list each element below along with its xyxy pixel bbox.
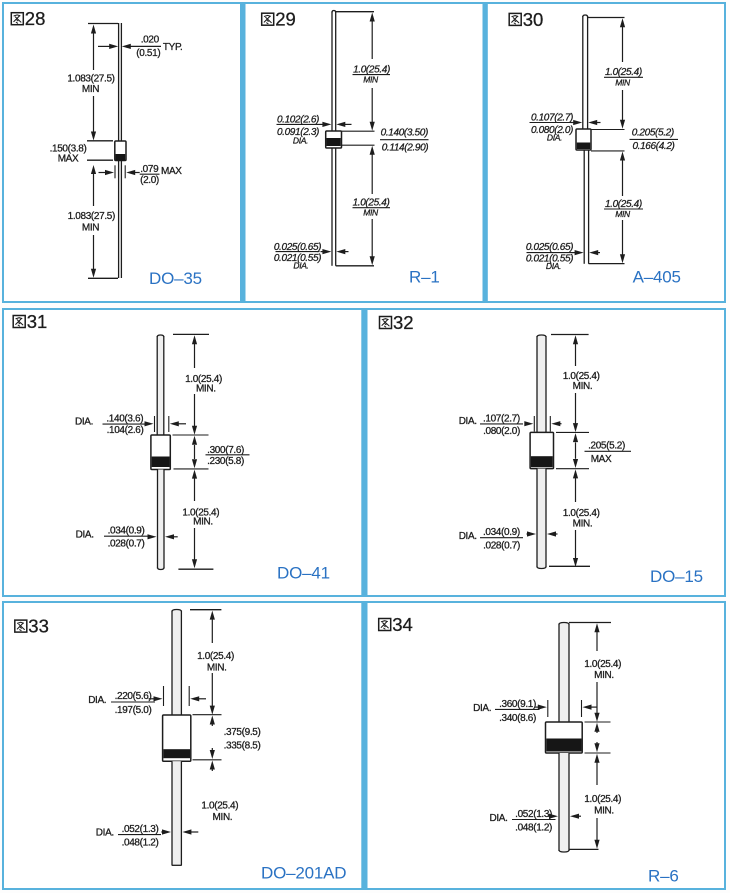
svg-text:MIN.: MIN.	[594, 670, 614, 681]
svg-text:DIA.: DIA.	[293, 260, 308, 270]
svg-text:DIA.: DIA.	[88, 695, 106, 706]
svg-text:MAX: MAX	[58, 153, 79, 164]
svg-text:MIN.: MIN.	[207, 663, 227, 674]
svg-text:33: 33	[28, 616, 49, 637]
svg-text:A–405: A–405	[633, 268, 681, 287]
svg-text:DIA.: DIA.	[459, 416, 477, 427]
svg-text:1.0(25.4): 1.0(25.4)	[353, 65, 390, 76]
svg-text:.048(1.2): .048(1.2)	[515, 823, 552, 834]
svg-text:MIN: MIN	[82, 222, 99, 233]
svg-text:.028(0.7): .028(0.7)	[483, 541, 520, 552]
svg-text:0.091(2.3): 0.091(2.3)	[277, 127, 319, 138]
svg-text:DIA.: DIA.	[547, 133, 562, 143]
svg-text:.020: .020	[141, 34, 160, 45]
svg-text:.340(8.6): .340(8.6)	[499, 713, 536, 724]
svg-text:MIN.: MIN.	[573, 519, 593, 530]
svg-text:DO–35: DO–35	[149, 269, 202, 288]
svg-text:DIA.: DIA.	[459, 531, 477, 542]
svg-text:(0.51): (0.51)	[136, 48, 160, 59]
svg-text:DIA.: DIA.	[75, 417, 93, 428]
svg-text:R–6: R–6	[648, 866, 679, 885]
svg-text:.220(5.6): .220(5.6)	[115, 691, 152, 702]
svg-text:1.0(25.4): 1.0(25.4)	[353, 197, 390, 208]
svg-text:0.205(5.2): 0.205(5.2)	[632, 128, 674, 139]
svg-text:.079: .079	[140, 164, 159, 175]
svg-text:34: 34	[392, 614, 413, 635]
svg-text:0.114(2.90): 0.114(2.90)	[382, 142, 429, 153]
svg-text:.080(2.0): .080(2.0)	[483, 426, 520, 437]
svg-text:DIA.: DIA.	[293, 136, 308, 146]
svg-text:MIN: MIN	[82, 84, 99, 95]
svg-text:.104(2.6): .104(2.6)	[107, 425, 144, 436]
svg-text:MIN.: MIN.	[213, 812, 233, 823]
svg-text:0.025(0.65): 0.025(0.65)	[526, 242, 573, 253]
svg-text:DIA.: DIA.	[546, 261, 561, 271]
svg-text:0.021(0.55): 0.021(0.55)	[274, 253, 321, 264]
svg-text:DIA.: DIA.	[96, 828, 114, 839]
svg-text:29: 29	[275, 9, 296, 30]
svg-text:1.083(27.5): 1.083(27.5)	[68, 211, 115, 222]
svg-text:MIN.: MIN.	[193, 517, 213, 528]
svg-text:1.083(27.5): 1.083(27.5)	[67, 74, 114, 85]
svg-text:.375(9.5): .375(9.5)	[224, 727, 261, 738]
svg-text:(2.0): (2.0)	[140, 175, 159, 186]
svg-text:0.166(4.2): 0.166(4.2)	[632, 141, 674, 152]
svg-text:MIN: MIN	[363, 208, 379, 218]
svg-text:1.0(25.4): 1.0(25.4)	[605, 199, 642, 210]
svg-text:.052(1.3): .052(1.3)	[122, 824, 159, 835]
svg-text:.028(0.7): .028(0.7)	[108, 539, 145, 550]
svg-text:.360(9.1): .360(9.1)	[499, 699, 536, 710]
svg-text:1.0(25.4): 1.0(25.4)	[182, 508, 219, 519]
svg-text:DO–41: DO–41	[277, 564, 330, 583]
svg-text:R–1: R–1	[409, 268, 440, 287]
svg-text:.205(5.2): .205(5.2)	[588, 441, 625, 452]
svg-text:1.0(25.4): 1.0(25.4)	[563, 508, 600, 519]
svg-text:1.0(25.4): 1.0(25.4)	[563, 371, 600, 382]
svg-text:1.0(25.4): 1.0(25.4)	[185, 374, 222, 385]
svg-text:.150(3.8): .150(3.8)	[50, 143, 87, 154]
svg-text:.230(5.8): .230(5.8)	[207, 456, 244, 467]
svg-text:.034(0.9): .034(0.9)	[108, 526, 145, 537]
svg-text:0.102(2.6): 0.102(2.6)	[277, 115, 319, 126]
svg-text:MAX: MAX	[591, 454, 612, 465]
svg-text:.034(0.9): .034(0.9)	[483, 527, 520, 538]
svg-text:30: 30	[523, 9, 544, 30]
svg-text:0.025(0.65): 0.025(0.65)	[274, 242, 321, 253]
svg-text:MIN.: MIN.	[573, 381, 593, 392]
svg-text:31: 31	[27, 311, 48, 332]
svg-text:DO–201AD: DO–201AD	[261, 863, 346, 882]
svg-text:MIN.: MIN.	[594, 805, 614, 816]
svg-text:0.107(2.7): 0.107(2.7)	[531, 113, 573, 124]
svg-text:TYP.: TYP.	[163, 42, 183, 53]
svg-text:.048(1.2): .048(1.2)	[122, 838, 159, 849]
svg-text:0.080(2.0): 0.080(2.0)	[531, 125, 573, 136]
svg-text:.197(5.0): .197(5.0)	[115, 705, 152, 716]
svg-text:MIN: MIN	[615, 209, 631, 219]
svg-text:32: 32	[393, 312, 414, 333]
svg-text:DO–15: DO–15	[650, 567, 703, 586]
svg-text:1.0(25.4): 1.0(25.4)	[201, 801, 238, 812]
svg-text:DIA.: DIA.	[76, 530, 94, 541]
svg-text:0.021(0.55): 0.021(0.55)	[526, 253, 573, 264]
svg-text:.107(2.7): .107(2.7)	[483, 413, 520, 424]
svg-text:MAX: MAX	[161, 166, 182, 177]
svg-text:.140(3.6): .140(3.6)	[106, 414, 143, 425]
svg-text:DIA.: DIA.	[490, 813, 508, 824]
svg-text:DIA.: DIA.	[473, 703, 491, 714]
svg-text:28: 28	[25, 8, 46, 29]
svg-text:1.0(25.4): 1.0(25.4)	[605, 67, 642, 78]
svg-text:.300(7.6): .300(7.6)	[207, 445, 244, 456]
svg-text:MIN: MIN	[615, 77, 631, 87]
svg-text:0.140(3.50): 0.140(3.50)	[381, 128, 428, 139]
svg-text:1.0(25.4): 1.0(25.4)	[584, 794, 621, 805]
svg-text:1.0(25.4): 1.0(25.4)	[197, 651, 234, 662]
svg-text:MIN.: MIN.	[196, 384, 216, 395]
svg-text:MIN: MIN	[363, 75, 379, 85]
svg-text:.335(8.5): .335(8.5)	[224, 741, 261, 752]
svg-text:.052(1.3): .052(1.3)	[515, 809, 552, 820]
svg-text:1.0(25.4): 1.0(25.4)	[584, 659, 621, 670]
